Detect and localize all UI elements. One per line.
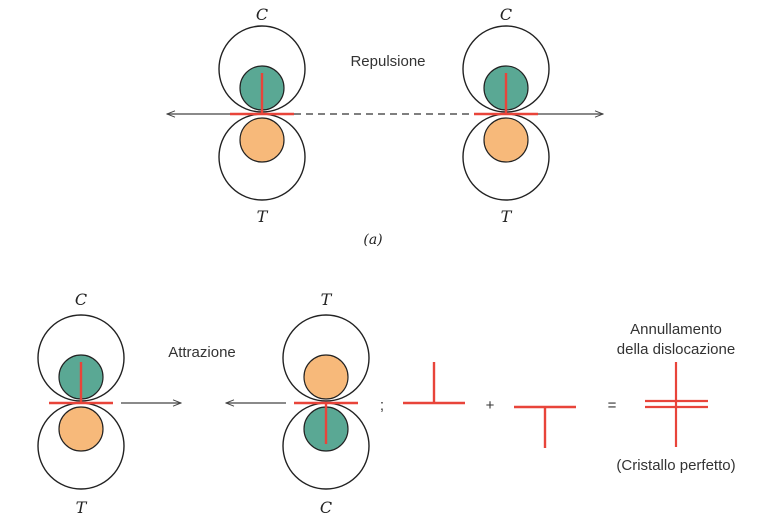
tension-region [239, 117, 285, 163]
tension-region [303, 354, 349, 400]
compression-label: C [320, 498, 332, 517]
panel-a-label: (a) [363, 232, 382, 248]
negative-edge-dislocation-symbol [514, 405, 576, 448]
positive-edge-dislocation-symbol [403, 362, 465, 405]
panel-a: C T C T Repulsione (a) [167, 5, 603, 248]
dislocation-b-right: T C [282, 290, 370, 517]
upper-outer-circle [282, 314, 370, 402]
attraction-label: Attrazione [168, 344, 236, 361]
annihilation-label-line1: Annullamento [630, 321, 722, 338]
compression-label: C [500, 5, 512, 24]
compression-label: C [75, 290, 87, 309]
plus-symbol: + [486, 397, 495, 414]
tension-region [483, 117, 529, 163]
annihilation-label-line2: della dislocazione [617, 341, 735, 358]
perfect-crystal-label: (Cristallo perfetto) [616, 457, 735, 474]
equals-symbol: = [608, 397, 617, 414]
tension-region [58, 406, 104, 452]
dislocation-b-left: C T [37, 290, 125, 517]
annihilated-dislocation-symbol [645, 362, 708, 447]
dislocation-a-right: C T [462, 5, 550, 226]
tension-label: T [321, 290, 333, 309]
tension-label: T [257, 207, 269, 226]
dislocation-a-left: C T [218, 5, 306, 226]
tension-label: T [501, 207, 513, 226]
repulsion-label: Repulsione [350, 53, 425, 70]
panel-b: C T Attrazione T C ; + = [37, 290, 736, 517]
compression-label: C [256, 5, 268, 24]
tension-label: T [76, 498, 88, 517]
semicolon-symbol: ; [380, 397, 384, 414]
